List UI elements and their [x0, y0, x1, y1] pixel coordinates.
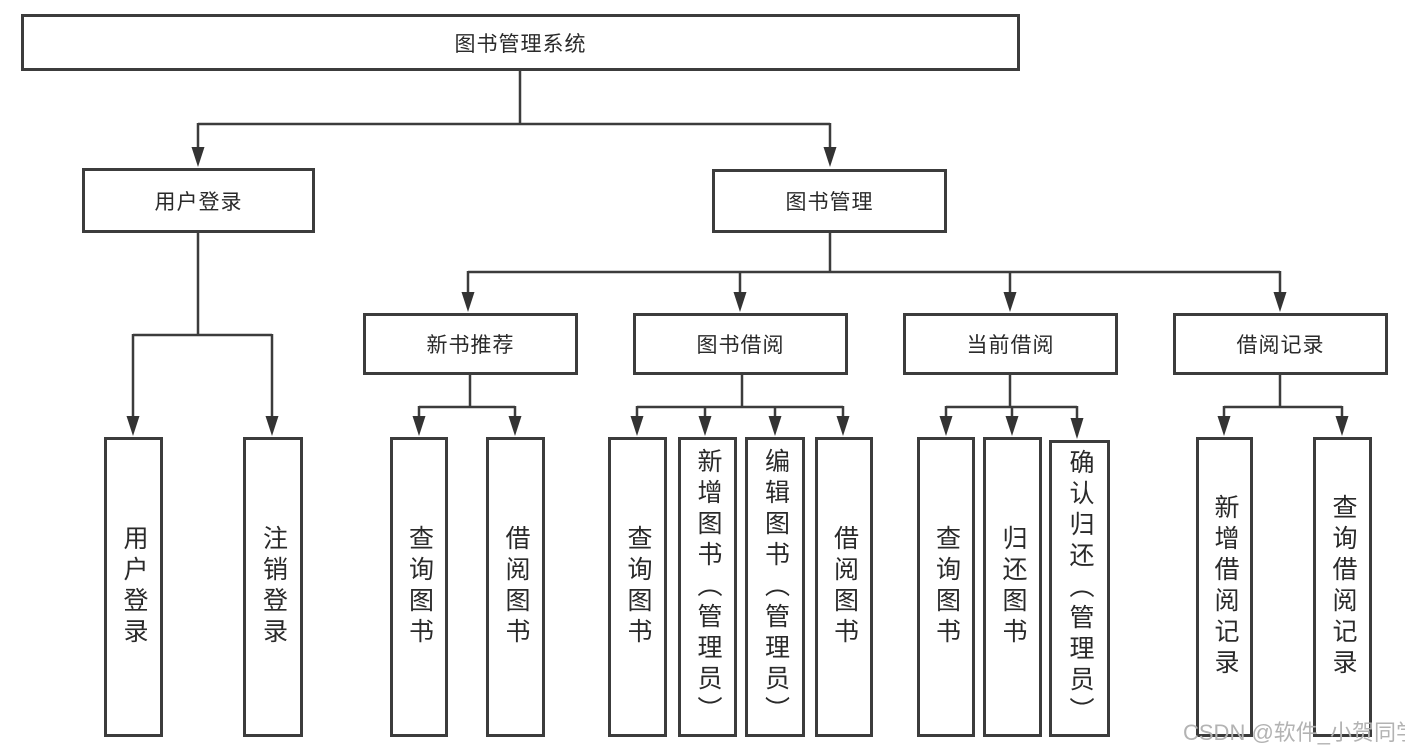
node-label: 归还图书 — [999, 525, 1027, 649]
node-book-management: 图书管理 — [712, 169, 947, 233]
leaf-add-books-admin: 新增图书（管理员） — [678, 437, 737, 737]
csdn-watermark: CSDN @软件_小贺同学 — [1183, 720, 1405, 745]
node-library-management-system: 图书管理系统 — [21, 14, 1020, 71]
node-current-borrowing: 当前借阅 — [903, 313, 1118, 375]
leaf-current-query-books: 查询图书 — [917, 437, 975, 737]
node-label: 编辑图书（管理员） — [761, 447, 790, 727]
leaf-query-borrow-record: 查询借阅记录 — [1313, 437, 1372, 737]
leaf-borrowing-borrow-books: 借阅图书 — [815, 437, 873, 737]
node-label: 借阅记录 — [1236, 334, 1325, 357]
node-new-book-recommendation: 新书推荐 — [363, 313, 578, 375]
leaf-logout: 注销登录 — [243, 437, 303, 737]
node-user-login: 用户登录 — [82, 168, 315, 233]
node-label: 借阅图书 — [502, 525, 530, 649]
leaf-add-borrow-record: 新增借阅记录 — [1196, 437, 1253, 737]
node-label: 用户登录 — [120, 525, 148, 649]
node-label: 当前借阅 — [966, 334, 1055, 357]
node-label: 图书管理 — [785, 191, 874, 214]
node-label: 图书借阅 — [696, 334, 785, 357]
leaf-borrowing-query-books: 查询图书 — [608, 437, 667, 737]
node-label: 查询图书 — [932, 525, 961, 649]
node-book-borrowing: 图书借阅 — [633, 313, 848, 375]
node-label: 查询图书 — [624, 525, 652, 649]
node-label: 新增借阅记录 — [1211, 494, 1239, 680]
node-label: 新书推荐 — [426, 334, 515, 357]
node-label: 确认归还（管理员） — [1066, 449, 1094, 728]
node-label: 用户登录 — [154, 190, 243, 214]
node-label: 图书管理系统 — [454, 32, 587, 56]
leaf-confirm-return-admin: 确认归还（管理员） — [1049, 440, 1110, 737]
node-label: 注销登录 — [259, 525, 288, 649]
leaf-recommend-borrow-books: 借阅图书 — [486, 437, 545, 737]
leaf-return-books: 归还图书 — [983, 437, 1042, 737]
leaf-user-login: 用户登录 — [104, 437, 163, 737]
leaf-recommend-query-books: 查询图书 — [390, 437, 448, 737]
node-borrowing-records: 借阅记录 — [1173, 313, 1388, 375]
node-label: 查询图书 — [405, 525, 434, 649]
leaf-edit-books-admin: 编辑图书（管理员） — [745, 437, 805, 737]
node-label: 借阅图书 — [830, 525, 859, 649]
node-label: 查询借阅记录 — [1329, 494, 1357, 680]
node-label: 新增图书（管理员） — [694, 447, 722, 727]
